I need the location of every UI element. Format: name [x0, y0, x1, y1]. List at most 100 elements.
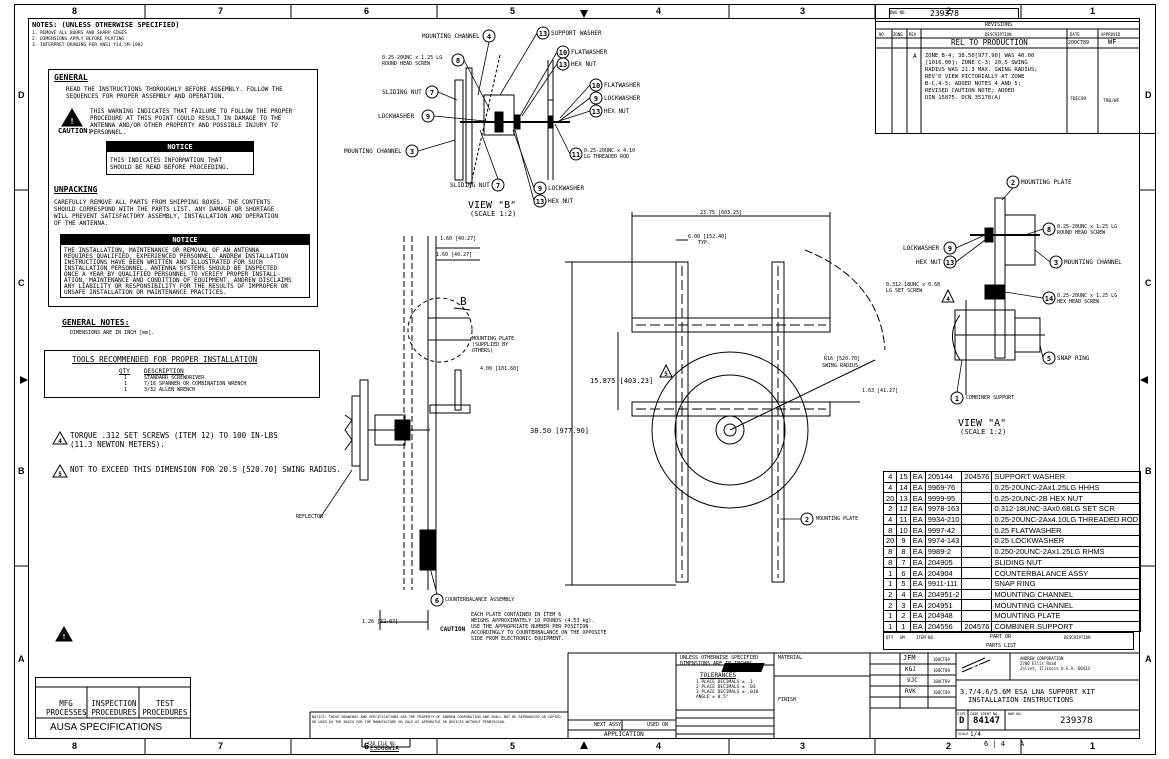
- tb-eng-date: 10OCT89: [933, 690, 950, 695]
- parts-list-cell: 9934-210: [924, 513, 963, 526]
- zone-top-8: 8: [72, 6, 78, 16]
- unpacking-title: UNPACKING: [54, 185, 98, 194]
- parts-list-cell: 9978-163: [924, 503, 963, 515]
- tb-sheet: 6 | 4: [984, 740, 1006, 748]
- ausa-spec-grid: [35, 686, 191, 719]
- parts-list-cell: EA: [909, 481, 926, 494]
- parts-list-cell: 8: [882, 556, 898, 569]
- viewb-label-mounting-channel-3: MOUNTING CHANNEL: [344, 148, 402, 155]
- viewb-label-support-washer: SUPPORT WASHER: [551, 30, 602, 37]
- parts-list-cell: [961, 556, 993, 569]
- tb-scale-label: SCALE: [958, 732, 969, 736]
- parts-list-cell: 9989-2: [924, 545, 963, 558]
- parts-list-cell: 204905: [924, 556, 963, 569]
- parts-list-cell: 1: [882, 620, 898, 633]
- side-caution-line-5: SIDE FROM ELECTRONIC EQUIPMENT.: [471, 636, 565, 642]
- parts-list-cell: 9911-111: [924, 577, 963, 590]
- tb-rev: A: [1020, 740, 1025, 748]
- tb-company-3: Joliet, Illinois U.S.A. 60433: [1020, 666, 1090, 671]
- parts-list-cell: 20: [882, 535, 898, 547]
- tb-checked: KGJ: [905, 666, 916, 673]
- viewb-label-round-head-screw: 0.25-20UNC x 1.25 LG ROUND HEAD SCREW: [382, 55, 443, 67]
- parts-list-cell: 8: [882, 524, 898, 537]
- parts-list-cell: 0.25 LOCKWASHER: [991, 535, 1142, 547]
- parts-list-cell: 204948: [924, 609, 963, 622]
- zone-bottom-8: 8: [72, 741, 78, 751]
- parts-list-cell: 1: [882, 609, 898, 622]
- notice-unpacking-line-6: ATION, MAINTENANCE AND CONDITION OF EQUI…: [64, 277, 292, 284]
- side-caution-label: CAUTION: [440, 626, 466, 633]
- tools-title: TOOLS RECOMMENDED FOR PROPER INSTALLATIO…: [72, 355, 258, 364]
- rev-col-zone: ZONE: [893, 32, 903, 37]
- parts-list-cell: 0.250-20UNC-2Ax1.25LG RHMS: [991, 545, 1142, 558]
- rev-col-desc: DESCRIPTION: [985, 32, 1012, 37]
- front-dim-mid: 15.875 [403.23]: [590, 377, 654, 385]
- viewa-label-mounting-channel: MOUNTING CHANNEL: [1064, 259, 1122, 266]
- svg-text:3: 3: [1054, 259, 1058, 267]
- svg-text:2: 2: [1011, 179, 1015, 187]
- tb-material: MATERIAL: [778, 655, 803, 661]
- parts-footer-desc: DESCRIPTION: [1064, 635, 1091, 640]
- notice-strip: NOTICE: THESE DRAWINGS AND SPECIFICATION…: [312, 715, 561, 724]
- parts-list-cell: EA: [909, 492, 926, 505]
- parts-list-cell: [961, 577, 993, 590]
- notice-unpacking-line-5: ONCE A YEAR BY QUALIFIED PERSONNEL TO VE…: [64, 271, 281, 278]
- parts-list-cell: 9969-76: [924, 481, 963, 494]
- parts-list-cell: [961, 545, 993, 558]
- zone-bottom-1: 1: [1090, 741, 1096, 751]
- parts-list-cell: 3: [896, 599, 911, 611]
- svg-text:10: 10: [592, 82, 600, 90]
- viewb-label-mounting-channel-4: MOUNTING CHANNEL: [422, 33, 480, 40]
- front-dim-width: 23.75 [603.25]: [700, 210, 743, 216]
- zone-top-3: 3: [800, 6, 806, 16]
- side-reflector-label: REFLECTOR: [296, 514, 324, 520]
- zone-right-C: C: [1145, 278, 1152, 288]
- tb-company-1: ANDREW CORPORATION: [1020, 656, 1064, 661]
- parts-list-cell: 2: [882, 588, 898, 601]
- parts-list-cell: 1: [882, 567, 898, 579]
- zone-top-2: 2: [946, 6, 952, 16]
- parts-list-cell: EA: [909, 620, 926, 633]
- general-notes-title: GENERAL NOTES:: [62, 318, 130, 327]
- rev-row1-appr: WF: [1108, 38, 1117, 46]
- notice-box-general: [106, 141, 254, 175]
- revisions-table: [875, 21, 1140, 134]
- zone-right-B: B: [1145, 466, 1152, 476]
- viewb-label-flatwasher-top: FLATWASHER: [571, 49, 608, 56]
- parts-list-cell: 1: [896, 620, 911, 633]
- viewb-label-hex-nut-right: HEX NUT: [604, 108, 630, 115]
- ausa-col-test: TEST PROCEDURES: [142, 699, 188, 717]
- parts-list-cell: [961, 588, 993, 601]
- parts-list-cell: 8: [882, 545, 898, 558]
- svg-text:4: 4: [487, 33, 491, 41]
- rev-row2-appr: TRB/WF: [1103, 99, 1120, 104]
- svg-text:13: 13: [539, 30, 547, 38]
- viewa-label-hex-head-screw: 0.25-20UNC x 1.25 LG HEX HEAD SCREW: [1057, 293, 1118, 305]
- viewa-label-lockwasher: LOCKWASHER: [903, 245, 940, 252]
- parts-list-cell: [961, 535, 993, 547]
- notice-unpacking-line-4: INSTALLATION PERSONNEL. ANTENNA SYSTEMS …: [64, 265, 278, 272]
- svg-text:2: 2: [805, 516, 809, 524]
- parts-list-cell: COMBINER SUPPORT: [991, 620, 1142, 633]
- tb-eng: RVK: [905, 688, 916, 695]
- tools-row-1-qty: 1: [124, 375, 128, 381]
- viewb-label-flatwasher-right: FLATWASHER: [604, 82, 641, 89]
- zone-bottom-2: 2: [946, 741, 952, 751]
- front-dim-channel-typ: TYP.: [698, 240, 711, 246]
- tb-unless: UNLESS OTHERWISE SPECIFIED: [680, 655, 759, 661]
- svg-text:4: 4: [946, 296, 950, 303]
- tb-company-2: 2700 Ellis Road: [1020, 661, 1057, 666]
- tb-application: APPLICATION: [604, 731, 644, 738]
- svg-text:4: 4: [58, 438, 62, 445]
- zone-left-D: D: [18, 90, 25, 100]
- tools-col-desc: DESCRIPTION: [144, 368, 184, 375]
- view-a-title: VIEW "A": [958, 418, 1007, 429]
- viewa-label-snap-ring: SNAP RING: [1057, 355, 1090, 362]
- rev-col-rev: REV: [909, 32, 917, 37]
- viewb-label-threaded-rod: 0.25-20UNC x 4.10 LG THREADED ROD: [584, 148, 636, 160]
